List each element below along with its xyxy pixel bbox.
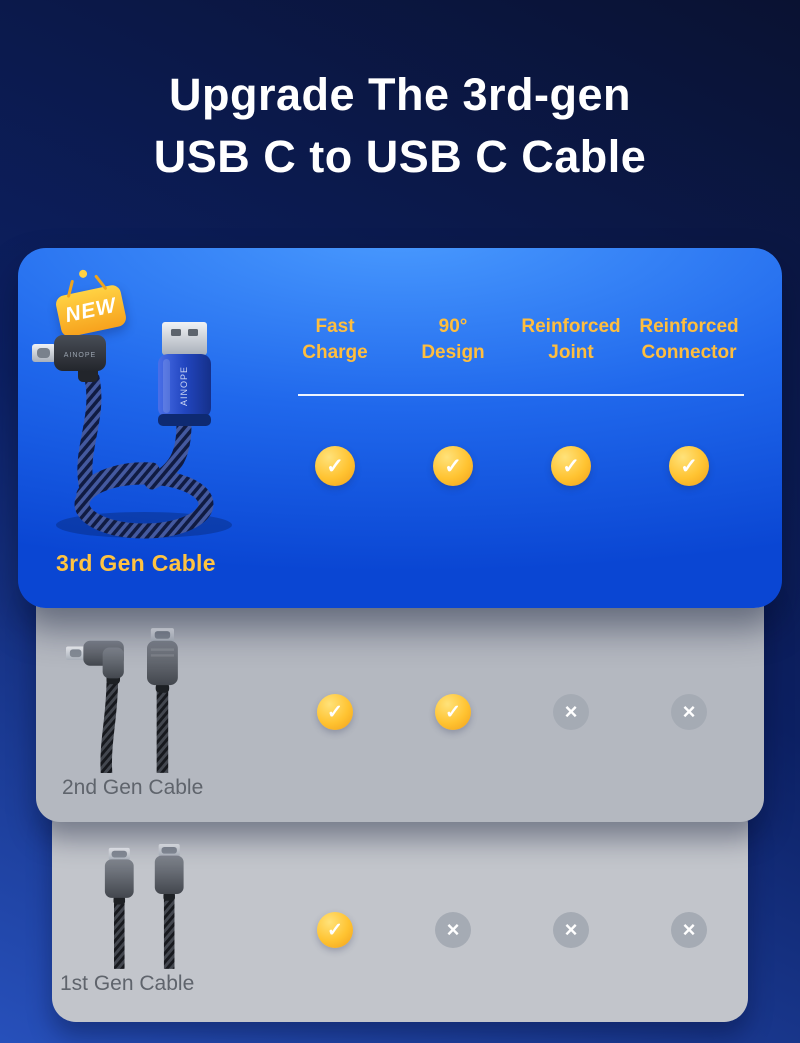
- column-label: 90°: [438, 316, 468, 337]
- cross-icon: ×: [671, 912, 707, 948]
- column-label: Joint: [548, 342, 594, 363]
- mark-cell: ✓: [276, 694, 394, 730]
- column-label: Charge: [302, 342, 368, 363]
- column-reinforced-connector: Reinforced Connector: [630, 314, 748, 366]
- mark-cell: ✓: [394, 694, 512, 730]
- usb-c-right-angle-connector: AINOPE: [32, 335, 106, 382]
- cross-icon: ×: [671, 694, 707, 730]
- product-image-2nd-gen-cable: [66, 628, 178, 773]
- column-label: Fast: [315, 316, 355, 337]
- cross-icon: ×: [553, 912, 589, 948]
- check-icon: ✓: [317, 694, 353, 730]
- product-image-1st-gen-cable: [104, 844, 184, 969]
- cross-icon: ×: [435, 912, 471, 948]
- column-fast-charge: Fast Charge: [276, 314, 394, 366]
- product-image-3rd-gen-cable: AINOPE AINOPE: [32, 322, 232, 539]
- row-label-3rd-gen: 3rd Gen Cable: [56, 550, 216, 576]
- mark-cell: ×: [512, 912, 630, 948]
- feature-marks-1st-gen: ✓ × × ×: [276, 912, 748, 948]
- usb-c-straight-connector: [154, 844, 184, 901]
- column-label: Connector: [641, 342, 737, 363]
- mark-cell: ✓: [394, 446, 512, 486]
- feature-marks-3rd-gen: ✓ ✓ ✓ ✓: [276, 446, 748, 486]
- mark-cell: ✓: [276, 446, 394, 486]
- page-title: Upgrade The 3rd-gen USB C to USB C Cable: [0, 64, 800, 188]
- badge-dot: [78, 269, 88, 279]
- braided-cable: [77, 370, 102, 492]
- mark-cell: ✓: [276, 912, 394, 948]
- row-label-2nd-gen: 2nd Gen Cable: [62, 776, 204, 799]
- title-line-2: USB C to USB C Cable: [153, 131, 647, 182]
- cross-icon: ×: [553, 694, 589, 730]
- mark-cell: ✓: [630, 446, 748, 486]
- braided-cable: [100, 674, 119, 773]
- title-line-1: Upgrade The 3rd-gen: [168, 69, 632, 120]
- usb-c-right-angle-connector: [66, 640, 124, 685]
- header-divider: [298, 394, 744, 396]
- mark-cell: ×: [512, 694, 630, 730]
- row-label-1st-gen: 1st Gen Cable: [60, 972, 195, 995]
- check-icon: ✓: [433, 446, 473, 486]
- usb-c-straight-connector: [104, 847, 134, 905]
- card-3rd-gen: NEW: [18, 248, 782, 608]
- column-label: Reinforced: [639, 316, 739, 337]
- mark-cell: ✓: [512, 446, 630, 486]
- check-icon: ✓: [669, 446, 709, 486]
- check-icon: ✓: [317, 912, 353, 948]
- check-icon: ✓: [435, 694, 471, 730]
- column-90-design: 90° Design: [394, 314, 512, 366]
- mark-cell: ×: [630, 912, 748, 948]
- feature-columns: Fast Charge 90° Design Reinforced Joint …: [276, 314, 748, 366]
- card-1st-gen: 1st Gen Cable ✓ × × ×: [52, 800, 748, 1022]
- column-label: Design: [421, 342, 485, 363]
- usb-a-connector: AINOPE: [158, 322, 211, 426]
- feature-marks-2nd-gen: ✓ ✓ × ×: [276, 694, 748, 730]
- column-label: Reinforced: [521, 316, 621, 337]
- check-icon: ✓: [315, 446, 355, 486]
- mark-cell: ×: [630, 694, 748, 730]
- mark-cell: ×: [394, 912, 512, 948]
- brand-text: AINOPE: [179, 366, 189, 406]
- check-icon: ✓: [551, 446, 591, 486]
- card-2nd-gen: 2nd Gen Cable ✓ ✓ × ×: [36, 580, 764, 822]
- column-reinforced-joint: Reinforced Joint: [512, 314, 630, 366]
- braided-cable: [144, 416, 192, 490]
- brand-text: AINOPE: [64, 352, 96, 359]
- usb-c-straight-connector: [147, 628, 178, 693]
